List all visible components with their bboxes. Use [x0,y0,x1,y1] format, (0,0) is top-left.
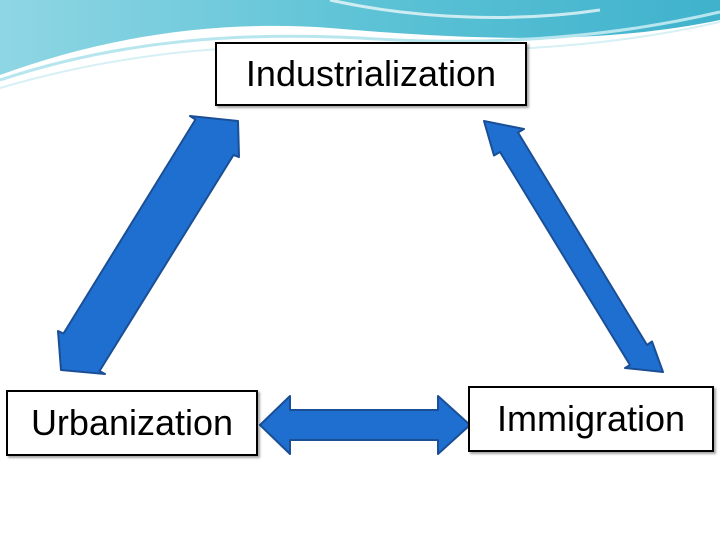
urbanization-label: Urbanization [30,402,234,443]
immigration-box: Immigration [468,386,714,452]
double-arrow-industrialization-immigration [483,120,664,373]
industrialization-box: Industrialization [215,42,527,106]
double-arrow-urbanization-immigration [259,395,471,455]
urbanization-box: Urbanization [6,390,258,456]
double-arrow-industrialization-urbanization [57,115,240,375]
industrialization-label: Industrialization [245,53,497,94]
immigration-label: Immigration [496,398,686,439]
